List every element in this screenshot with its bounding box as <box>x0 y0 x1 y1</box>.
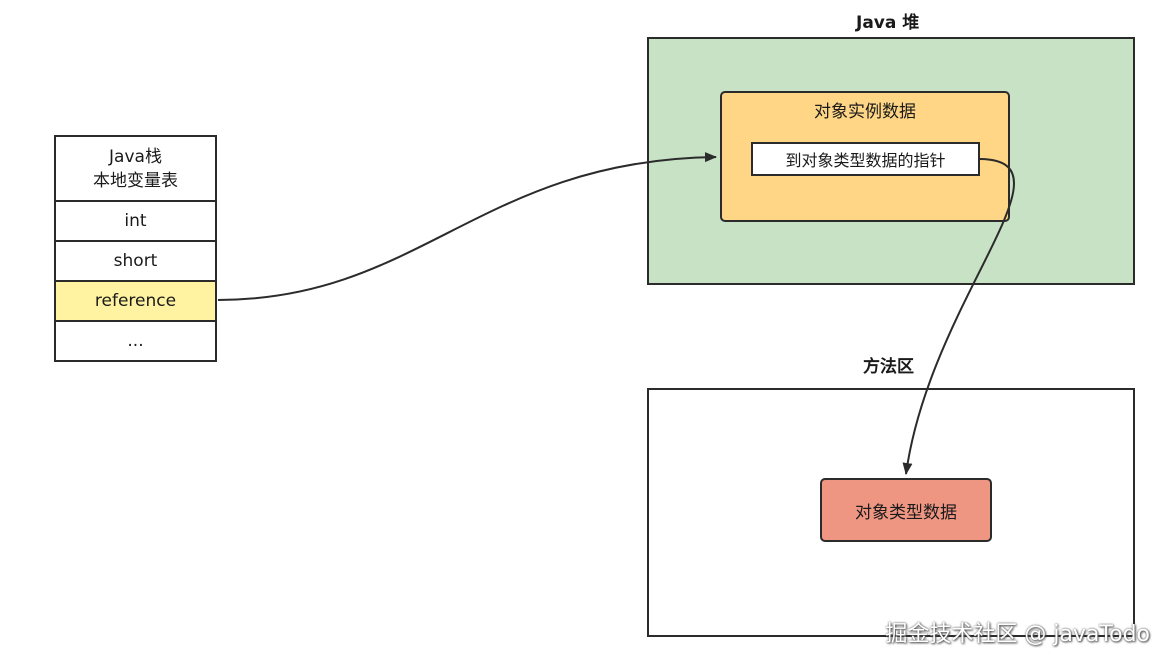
reference-to-instance-arrow <box>217 152 717 301</box>
object-instance-data-label: 对象实例数据 <box>814 102 916 122</box>
local-variable-table-title: 本地变量表 <box>93 170 178 191</box>
method-area-title: 方法区 <box>863 357 914 377</box>
java-stack-title: Java栈 <box>109 146 162 167</box>
stack-row-short: short <box>56 240 215 280</box>
type-pointer-box: 到对象类型数据的指针 <box>751 142 980 176</box>
pointer-to-type-data-arrow <box>902 158 1015 475</box>
java-stack-table: Java栈 本地变量表 int short reference ... <box>54 135 217 362</box>
stack-row-ellipsis: ... <box>56 320 215 360</box>
java-heap-title: Java 堆 <box>856 13 920 33</box>
object-type-data-box: 对象类型数据 <box>820 478 992 542</box>
java-stack-header: Java栈 本地变量表 <box>56 137 215 200</box>
watermark: 掘金技术社区 @ javaTodo <box>885 622 1150 647</box>
stack-row-reference: reference <box>56 280 215 320</box>
stack-row-int: int <box>56 200 215 240</box>
